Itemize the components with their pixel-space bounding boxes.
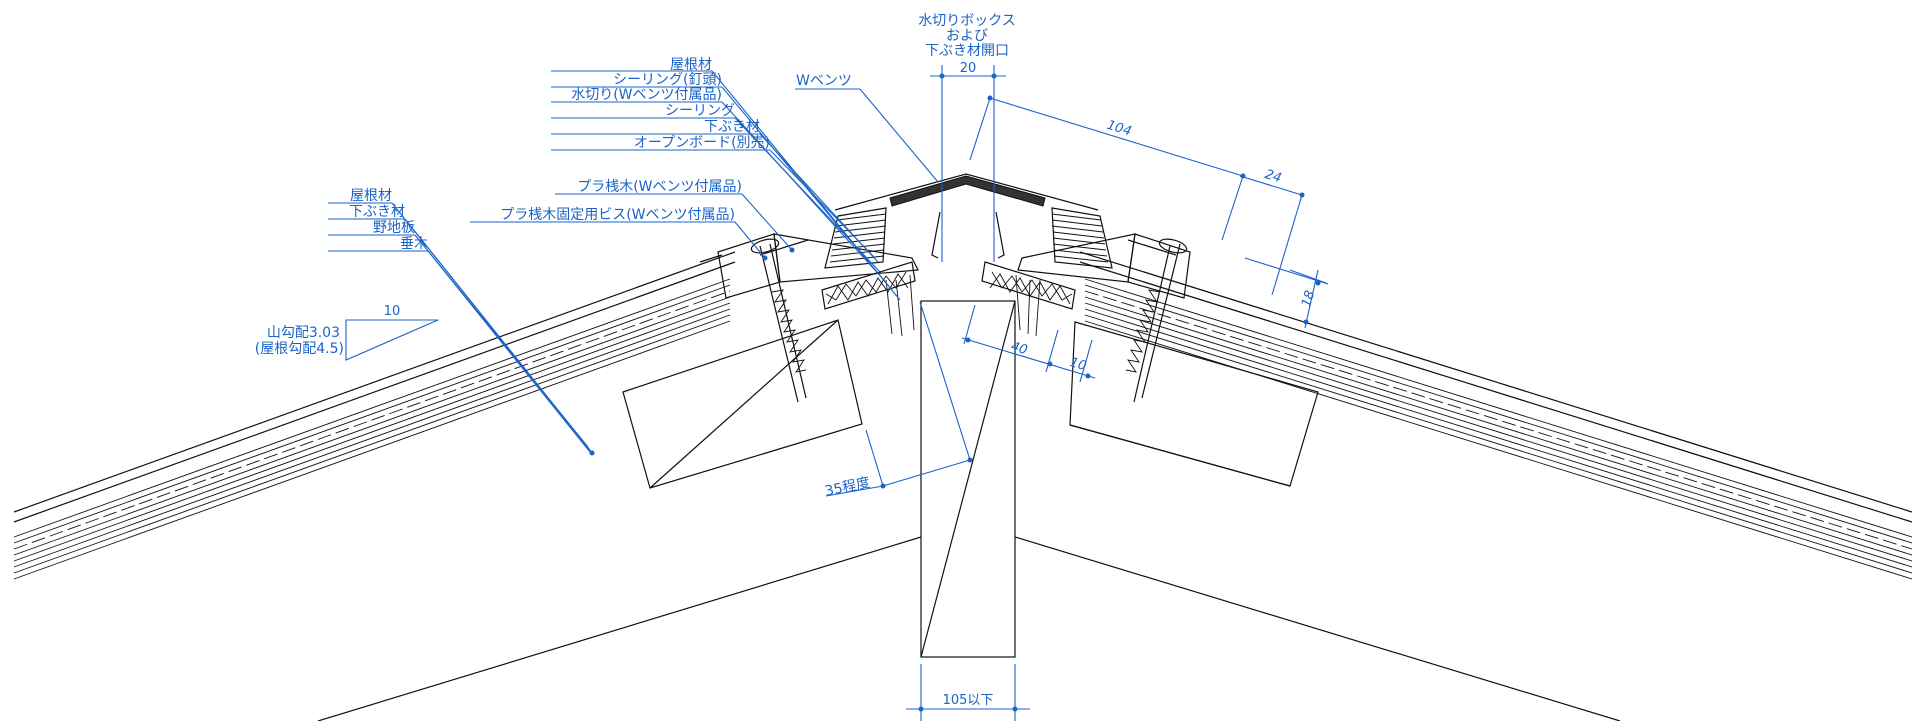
slope-indicator: 10 山勾配3.03 (屋根勾配4.5): [255, 304, 439, 361]
label-approx35: 35程度: [824, 475, 872, 500]
dim-opening-value: 20: [960, 61, 977, 76]
label-plastic-batten: プラ桟木(Wベンツ付属品): [577, 179, 742, 195]
plastic-batten-left: [699, 233, 919, 299]
slope-run-value: 10: [384, 304, 401, 319]
label-box-line1: 水切りボックス: [918, 13, 1016, 29]
left-ceiling-line: [317, 536, 922, 721]
dim-ridge-width: 105以下: [906, 664, 1030, 721]
label-box-line3: 下ぶき材開口: [925, 43, 1009, 59]
dim-104: 104: [969, 95, 1246, 241]
left-rafter: [622, 319, 863, 489]
right-roof-layers: [1079, 251, 1912, 580]
top-stack-item-5: オープンボード(別売): [634, 135, 770, 151]
top-stack-item-3: シーリング: [665, 103, 735, 119]
label-batten-screw: プラ桟木固定用ビス(Wベンツ付属品): [500, 207, 735, 223]
roof-structure: [13, 173, 1912, 721]
left-stack-item-1: 下ぶき材: [349, 204, 405, 220]
callout-batten-screw: プラ桟木固定用ビス(Wベンツ付属品): [470, 207, 768, 261]
slope-label-line2: (屋根勾配4.5): [255, 341, 344, 357]
top-stack-item-0: 屋根材: [670, 57, 712, 73]
w-vents-cap: [759, 173, 1177, 269]
top-stack-item-4: 下ぶき材: [704, 119, 760, 135]
dim-ridge-width-value: 105以下: [943, 693, 994, 708]
left-roof-layers: [13, 251, 736, 580]
dim-40-10: 40 10: [961, 304, 1096, 383]
dim-approx35: 35程度: [824, 301, 973, 500]
label-w-vents: Wベンツ: [796, 73, 852, 89]
dim-24-value: 24: [1263, 167, 1283, 186]
top-stack-item-2: 水切り(Wベンツ付属品): [571, 87, 722, 103]
label-box-line2: および: [946, 28, 988, 44]
inner-nails: [885, 274, 1041, 337]
dim-10-value: 10: [1068, 355, 1088, 374]
slope-label-line1: 山勾配3.03: [267, 325, 340, 341]
plastic-batten-right: [1017, 233, 1191, 299]
dim-104-value: 104: [1105, 118, 1133, 140]
callout-w-vents: Wベンツ: [795, 73, 939, 183]
top-stack-item-1: シーリング(釘頭): [613, 71, 722, 88]
right-rafter: [1069, 321, 1319, 487]
callout-plastic-batten: プラ桟木(Wベンツ付属品): [555, 179, 795, 253]
dim-18-value: 18: [1299, 289, 1318, 309]
callout-left-stack: 屋根材 下ぶき材 野地板 垂木: [328, 188, 595, 456]
dim-opening: 20: [930, 61, 1006, 262]
open-board-right: [981, 261, 1076, 310]
open-board-left: [821, 261, 916, 310]
dim-24: 24: [1239, 167, 1305, 296]
ridge-beam: [920, 300, 1016, 658]
annotations: 水切りボックス および 下ぶき材開口 20 104 24: [255, 13, 1329, 721]
batten-screw-right: [1125, 238, 1188, 403]
right-ceiling-line: [1014, 536, 1621, 721]
left-stack-item-2: 野地板: [373, 220, 415, 236]
left-stack-item-0: 屋根材: [350, 188, 392, 204]
dim-40-value: 40: [1009, 339, 1029, 358]
callout-top-stack: 屋根材 シーリング(釘頭) 水切り(Wベンツ付属品) シーリング 下ぶき材 オー…: [551, 57, 901, 301]
batten-screw-left: [750, 238, 807, 403]
dim-18: 18: [1244, 257, 1329, 329]
left-stack-item-3: 垂木: [400, 236, 428, 252]
